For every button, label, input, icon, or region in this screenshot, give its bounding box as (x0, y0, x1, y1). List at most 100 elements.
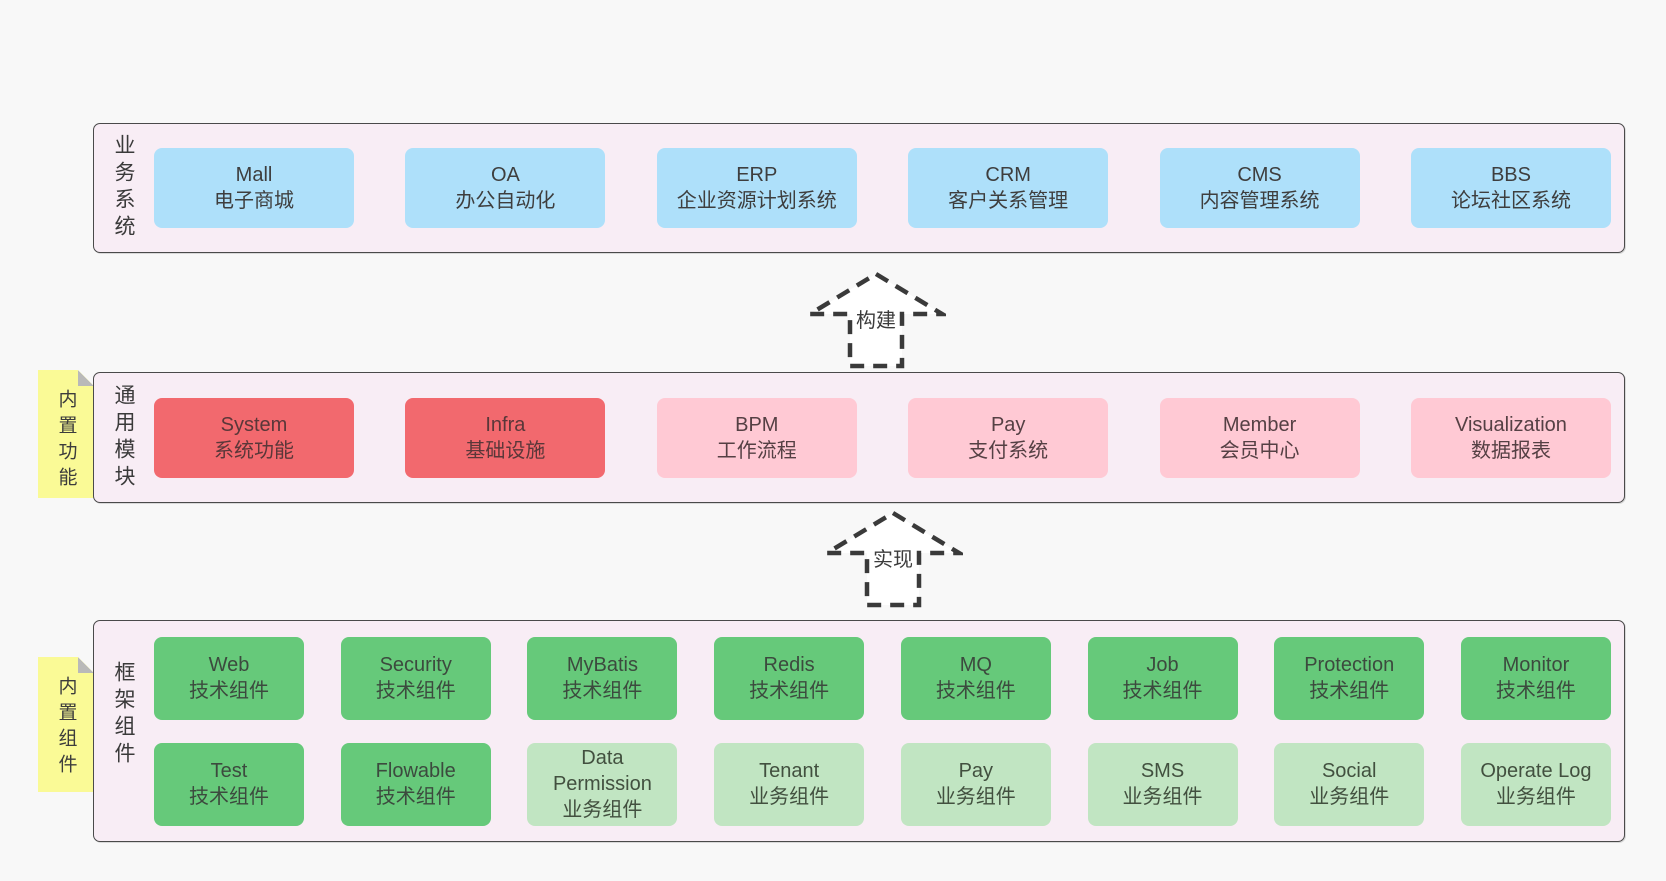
box-subtitle: 系统功能 (214, 439, 294, 462)
box-subtitle: 支付系统 (968, 439, 1049, 462)
box-title: Security (379, 654, 452, 676)
box-title: Job (1146, 654, 1179, 676)
box-title: Operate Log (1480, 760, 1592, 782)
box-subtitle: 技术组件 (749, 680, 830, 702)
arrow-label: 构建 (853, 304, 899, 333)
box-bpm: BPM 工作流程 (656, 397, 857, 478)
box-subtitle: 业务组件 (1309, 786, 1390, 808)
box-title: System (220, 413, 288, 436)
box-subtitle: 办公自动化 (455, 190, 556, 212)
arrow-label: 实现 (870, 543, 916, 572)
box-subtitle: 业务组件 (1122, 786, 1203, 808)
box-subtitle: 业务组件 (749, 786, 830, 808)
box-subtitle: 业务组件 (562, 799, 643, 821)
box-subtitle: 客户关系管理 (948, 190, 1069, 212)
box-subtitle: 技术组件 (1309, 680, 1390, 702)
box-subtitle: 技术组件 (189, 680, 269, 702)
box-member: Member 会员中心 (1159, 397, 1360, 478)
box-subtitle: 内容管理系统 (1199, 190, 1320, 212)
box-subtitle: 工作流程 (716, 439, 797, 462)
box-subtitle: 基础设施 (465, 439, 546, 462)
box-title: Social (1321, 760, 1377, 782)
box-job: Job 技术组件 (1087, 636, 1238, 720)
box-security: Security 技术组件 (340, 636, 491, 720)
box-bbs: BBS 论坛社区系统 (1410, 148, 1611, 228)
box-web: Web 技术组件 (154, 636, 304, 720)
box-title: Pay (958, 760, 994, 782)
box-subtitle: 技术组件 (935, 680, 1016, 702)
band-label: 框架组件 (112, 661, 135, 769)
box-subtitle: 技术组件 (562, 680, 643, 702)
box-title: MyBatis (566, 654, 638, 676)
box-pay: Pay 业务组件 (900, 742, 1051, 826)
box-subtitle: 技术组件 (375, 680, 456, 702)
box-title: SMS (1140, 760, 1185, 782)
box-subtitle: 技术组件 (189, 786, 269, 808)
box-tenant: Tenant 业务组件 (714, 742, 865, 826)
box-subtitle: 技术组件 (1495, 680, 1576, 702)
box-title: BBS (1490, 164, 1531, 186)
box-protection: Protection 技术组件 (1274, 636, 1425, 720)
box-subtitle: 电子商城 (214, 190, 294, 212)
box-title: Monitor (1502, 654, 1570, 676)
box-data-permission: Data Permission 业务组件 (527, 742, 678, 826)
box-title: CRM (985, 164, 1031, 186)
box-mq: MQ 技术组件 (900, 636, 1051, 720)
box-subtitle: 技术组件 (1122, 680, 1203, 702)
box-title: Visualization (1454, 413, 1567, 436)
box-subtitle: 业务组件 (1495, 786, 1576, 808)
box-monitor: Monitor 技术组件 (1460, 636, 1611, 720)
box-subtitle: 业务组件 (935, 786, 1016, 808)
box-title: Data Permission (552, 747, 652, 795)
component-row: System 系统功能 Infra 基础设施 BPM 工作流程 Pay 支付系统 Member 会… (154, 397, 1611, 478)
box-title: Web (208, 654, 250, 676)
sticky-note-label: 内置组件 (55, 676, 77, 780)
box-visualization: Visualization 数据报表 (1410, 397, 1611, 478)
box-title: ERP (736, 164, 778, 186)
box-title: Test (210, 760, 248, 782)
box-oa: OA 办公自动化 (405, 148, 606, 228)
box-title: Member (1222, 413, 1297, 436)
band-common-modules: 通用模块 System 系统功能 Infra 基础设施 BPM 工作流程 Pay 支付系统 Me… (93, 372, 1625, 503)
box-subtitle: 企业资源计划系统 (676, 190, 837, 212)
sticky-note-built-in-components: 内置组件 (38, 657, 94, 792)
band-label: 业务系统 (112, 134, 135, 242)
box-title: Protection (1304, 654, 1395, 676)
box-mybatis: MyBatis 技术组件 (527, 636, 678, 720)
box-erp: ERP 企业资源计划系统 (656, 148, 857, 228)
box-title: Infra (485, 413, 526, 436)
box-title: Pay (990, 413, 1026, 436)
box-title: Tenant (759, 760, 820, 782)
box-title: BPM (735, 413, 779, 436)
box-test: Test 技术组件 (154, 742, 304, 826)
box-pay: Pay 支付系统 (908, 397, 1109, 478)
sticky-note-label: 内置功能 (55, 389, 77, 493)
box-subtitle: 数据报表 (1470, 439, 1551, 462)
box-crm: CRM 客户关系管理 (908, 148, 1109, 228)
band-rows: System 系统功能 Infra 基础设施 BPM 工作流程 Pay 支付系统 Member 会… (154, 373, 1611, 502)
sticky-note-built-in-features: 内置功能 (38, 370, 94, 498)
box-title: CMS (1237, 164, 1282, 186)
band-label: 通用模块 (112, 383, 135, 492)
box-title: MQ (959, 654, 992, 676)
box-title: Redis (763, 654, 815, 676)
arrow-build-icon: 构建 (806, 270, 946, 370)
note-fold-corner (78, 370, 94, 386)
box-redis: Redis 技术组件 (714, 636, 865, 720)
box-subtitle: 技术组件 (375, 786, 456, 808)
box-subtitle: 会员中心 (1219, 439, 1300, 462)
box-operate-log: Operate Log 业务组件 (1460, 742, 1611, 826)
box-social: Social 业务组件 (1274, 742, 1425, 826)
box-title: OA (490, 164, 520, 186)
box-subtitle: 论坛社区系统 (1450, 190, 1571, 212)
note-fold-corner (78, 657, 94, 673)
